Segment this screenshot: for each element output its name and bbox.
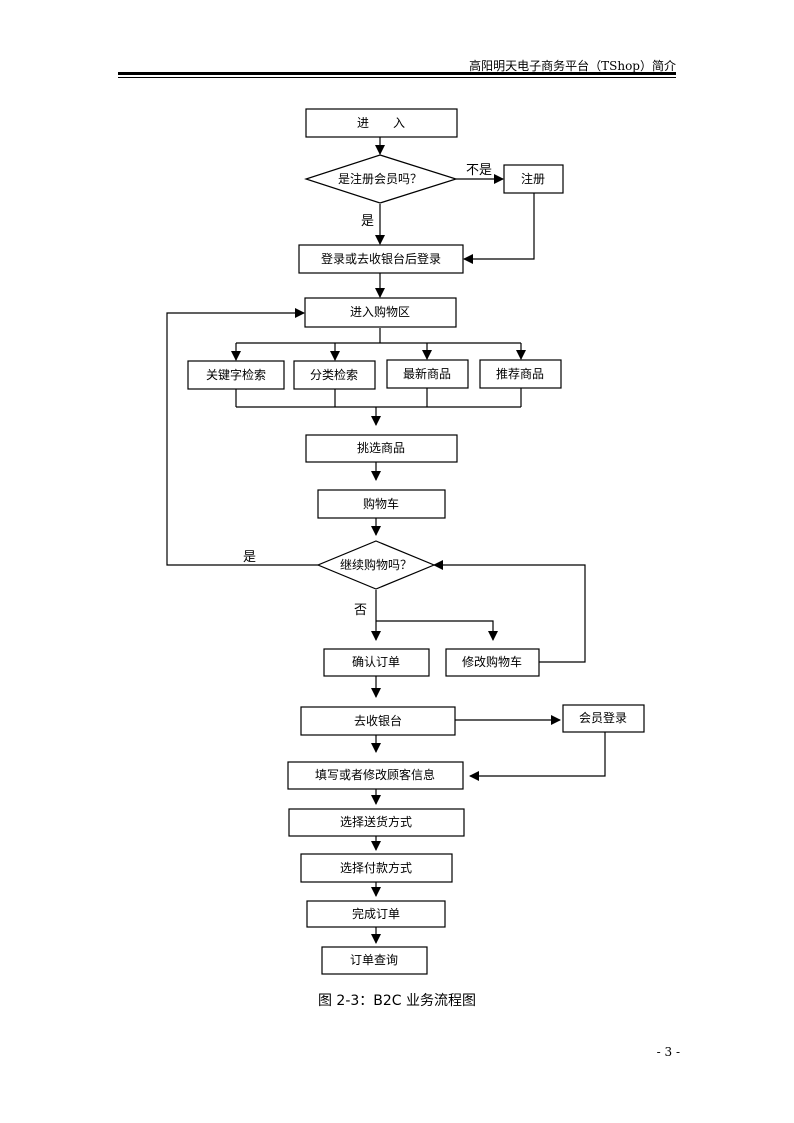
edge-label-continue-yes: 是 — [243, 550, 256, 565]
node-category-search: 分类检索 — [293, 360, 376, 390]
edge-label-continue-no: 否 — [354, 603, 367, 618]
svg-text:最新商品: 最新商品 — [403, 366, 451, 381]
svg-text:分类检索: 分类检索 — [310, 367, 358, 382]
node-cart: 购物车 — [317, 489, 446, 519]
node-recommended: 推荐商品 — [479, 359, 562, 389]
node-confirm-order: 确认订单 — [323, 648, 430, 677]
svg-text:关键字检索: 关键字检索 — [206, 367, 266, 382]
node-newest: 最新商品 — [386, 359, 469, 389]
node-modify-cart: 修改购物车 — [445, 648, 540, 677]
svg-text:确认订单: 确认订单 — [352, 655, 400, 669]
svg-text:会员登录: 会员登录 — [579, 710, 627, 725]
svg-text:填写或者修改顾客信息: 填写或者修改顾客信息 — [315, 767, 435, 782]
node-shopping-area: 进入购物区 — [304, 297, 457, 328]
edge-label-is-member: 是 — [361, 214, 374, 229]
svg-text:注册: 注册 — [521, 171, 545, 186]
node-keyword-search: 关键字检索 — [187, 360, 285, 390]
svg-text:继续购物吗？: 继续购物吗？ — [340, 557, 412, 572]
flowchart: 进 入 是注册会员吗？ 注册 登录或去收银台后登录 进入购物区 关键字检索 分类… — [166, 108, 645, 975]
svg-text:进入购物区: 进入购物区 — [350, 304, 410, 319]
node-pick-goods: 挑选商品 — [305, 434, 458, 463]
page-number: - 3 - — [656, 1045, 680, 1059]
svg-text:订单查询: 订单查询 — [350, 953, 398, 967]
svg-text:挑选商品: 挑选商品 — [357, 440, 405, 455]
figure-caption: 图 2-3：B2C 业务流程图 — [317, 993, 477, 1009]
connectors — [166, 137, 606, 944]
node-member-login: 会员登录 — [562, 704, 645, 733]
node-complete: 完成订单 — [306, 900, 446, 928]
node-delivery: 选择送货方式 — [288, 808, 465, 837]
svg-text:是注册会员吗？: 是注册会员吗？ — [338, 171, 422, 186]
node-query: 订单查询 — [321, 946, 428, 975]
decision-is-member: 是注册会员吗？ — [304, 154, 458, 204]
page-header: 高阳明天电子商务平台（TShop）简介 — [469, 59, 676, 73]
svg-text:购物车: 购物车 — [363, 496, 399, 511]
header-rule-thick — [118, 72, 676, 75]
svg-text:修改购物车: 修改购物车 — [462, 654, 522, 669]
node-login: 登录或去收银台后登录 — [298, 244, 464, 274]
svg-text:完成订单: 完成订单 — [352, 906, 400, 921]
decision-continue-shopping: 继续购物吗？ — [316, 540, 436, 590]
node-checkout: 去收银台 — [300, 706, 456, 736]
svg-text:选择付款方式: 选择付款方式 — [340, 860, 412, 875]
node-fill-info: 填写或者修改顾客信息 — [287, 761, 464, 790]
svg-text:推荐商品: 推荐商品 — [496, 366, 544, 381]
node-enter: 进 入 — [305, 108, 458, 138]
node-payment: 选择付款方式 — [300, 853, 453, 883]
svg-text:去收银台: 去收银台 — [354, 713, 402, 728]
svg-text:进 入: 进 入 — [357, 116, 405, 130]
svg-text:登录或去收银台后登录: 登录或去收银台后登录 — [321, 251, 441, 266]
svg-text:选择送货方式: 选择送货方式 — [340, 814, 412, 829]
header-rule-thin — [118, 77, 676, 78]
node-register: 注册 — [503, 164, 564, 194]
edge-label-not-member: 不是 — [466, 163, 492, 178]
